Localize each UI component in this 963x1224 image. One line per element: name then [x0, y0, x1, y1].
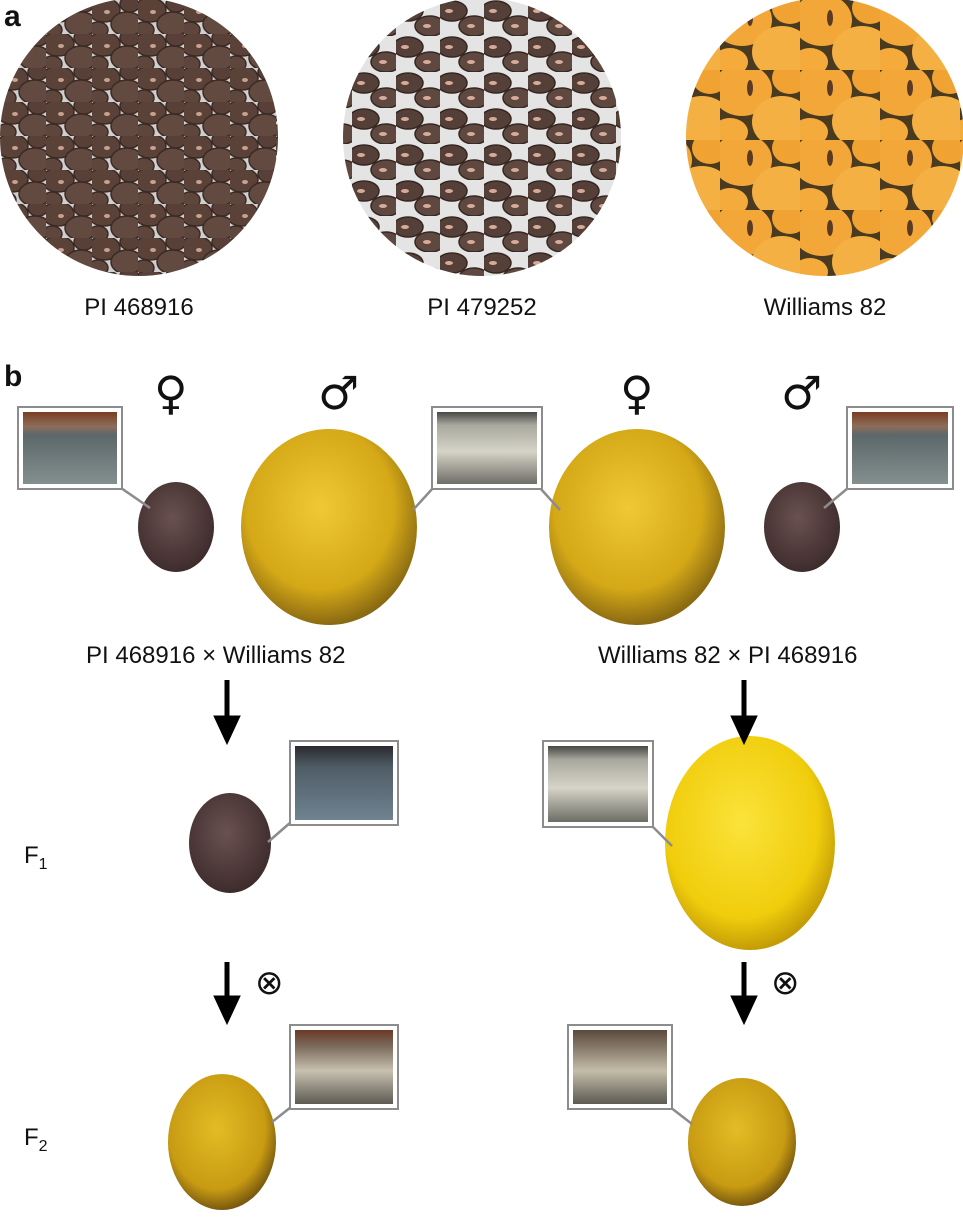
seed-photo-williams82	[686, 0, 963, 276]
self-symbol-left: ⊗	[255, 963, 284, 1003]
inset-seedcoat-f2-right	[567, 1024, 673, 1110]
arrow-down-right-1	[730, 680, 758, 746]
seed-pi468916-female-left	[138, 482, 214, 572]
seed-f2-right	[688, 1078, 796, 1206]
seed-photo-pi479252	[343, 0, 621, 276]
arrow-down-left-2	[213, 962, 241, 1026]
generation-label-f2: F2	[24, 1124, 48, 1155]
inset-seedcoat-f1-right	[542, 740, 654, 828]
panel-letter-b: b	[4, 360, 23, 393]
seed-williams82-female-right	[549, 429, 725, 625]
seed-f1-right	[665, 736, 835, 950]
label-pi479252: PI 479252	[427, 294, 537, 321]
inset-seedcoat-f2-left	[289, 1024, 399, 1110]
inset-connectors	[120, 486, 849, 1125]
cross-label-left: PI 468916 × Williams 82	[86, 642, 346, 669]
female-symbol-left: ♀	[154, 366, 188, 420]
inset-seedcoat-f1-left	[289, 740, 399, 826]
label-pi468916: PI 468916	[84, 294, 194, 321]
seed-photo-pi468916	[0, 0, 278, 276]
arrow-down-right-2	[730, 962, 758, 1026]
seed-f2-left	[168, 1074, 276, 1210]
male-symbol-right: ♂	[781, 366, 823, 420]
arrows	[213, 680, 758, 1026]
seed-pi468916-male-right	[764, 482, 840, 572]
seed-f1-left	[189, 793, 271, 893]
inset-seedcoat-pi468916-left	[17, 406, 123, 490]
female-symbol-right: ♀	[620, 366, 654, 420]
inset-seedcoat-pi468916-right	[846, 406, 954, 490]
generation-label-f1: F1	[24, 842, 48, 873]
arrow-down-left-1	[213, 680, 241, 746]
label-williams82: Williams 82	[763, 294, 887, 321]
seed-williams82-male-left	[241, 429, 417, 625]
cross-label-right: Williams 82 × PI 468916	[598, 642, 858, 669]
panel-letter-a: a	[4, 0, 21, 33]
inset-seedcoat-williams82-left	[431, 406, 543, 490]
self-symbol-right: ⊗	[771, 963, 800, 1003]
male-symbol-left: ♂	[318, 366, 360, 420]
